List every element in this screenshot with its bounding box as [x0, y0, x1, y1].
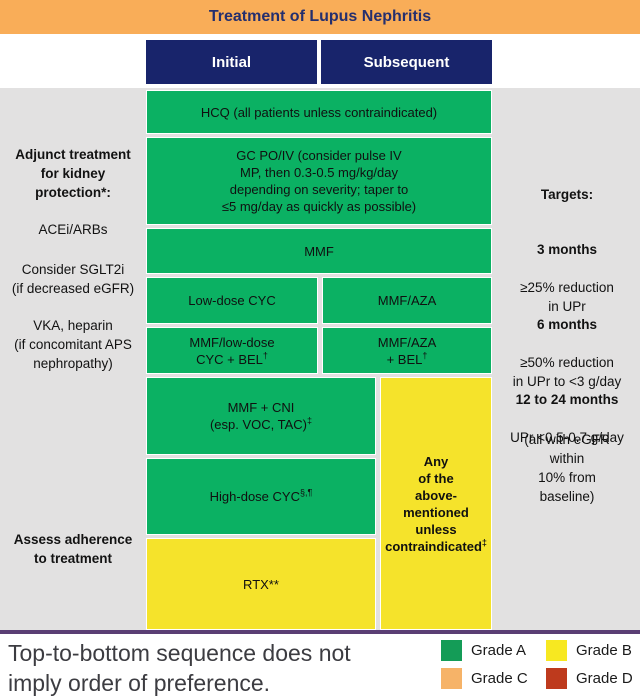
grade-a-swatch — [441, 640, 462, 661]
target-6-months-title: 6 months — [536, 317, 597, 332]
box-mmf-low-dose-cyc-bel-text: MMF/low-dose CYC + BEL† — [189, 334, 275, 367]
box-mmf-aza: MMF/AZA — [322, 277, 492, 324]
title-bar: Treatment of Lupus Nephritis — [0, 0, 640, 34]
initial-lower-stack: MMF + CNI (esp. VOC, TAC)‡ High-dose CYC… — [146, 377, 376, 630]
target-12-24-months-text: UPr <0.5-0.7 g/day — [510, 430, 624, 445]
box-mmf-aza-bel: MMF/AZA + BEL† — [322, 327, 492, 374]
grade-legend: Grade A Grade B Grade C Grade D — [441, 640, 633, 689]
target-12-24-months: 12 to 24 months UPr <0.5-0.7 g/day — [494, 371, 640, 466]
box-hcq: HCQ (all patients unless contraindicated… — [146, 90, 492, 134]
box-mmf: MMF — [146, 228, 492, 274]
legend-item-grade-c: Grade C — [441, 668, 546, 689]
box-mmf-aza-bel-text: MMF/AZA + BEL† — [377, 334, 437, 367]
grade-b-label: Grade B — [576, 642, 632, 659]
legend-item-grade-b: Grade B — [546, 640, 633, 661]
target-3-months-title: 3 months — [536, 242, 597, 257]
purple-divider — [0, 630, 640, 634]
target-6-months: 6 months ≥50% reduction in UPr to <3 g/d… — [494, 296, 640, 410]
grade-b-swatch — [546, 640, 567, 661]
column-headers: Initial Subsequent — [146, 40, 492, 84]
grade-d-label: Grade D — [576, 670, 633, 687]
legend-item-grade-d: Grade D — [546, 668, 633, 689]
footer-note: Top-to-bottom sequence does not imply or… — [8, 640, 351, 696]
adjunct-treatment-label: Adjunct treatment for kidney protection*… — [15, 147, 131, 200]
box-high-dose-cyc-text: High-dose CYC§,¶ — [209, 487, 313, 504]
grade-c-label: Grade C — [471, 670, 528, 687]
box-mmf-text: MMF — [304, 243, 334, 259]
legend-item-grade-a: Grade A — [441, 640, 546, 661]
grade-c-swatch — [441, 668, 462, 689]
vka-heparin-label: VKA, heparin (if concomitant APS nephrop… — [14, 318, 132, 371]
box-mmf-aza-text: MMF/AZA — [377, 293, 437, 308]
acei-arbs-label: ACEi/ARBs — [38, 222, 108, 237]
box-mmf-low-dose-cyc-bel: MMF/low-dose CYC + BEL† — [146, 327, 318, 374]
box-gc: GC PO/IV (consider pulse IV MP, then 0.3… — [146, 137, 492, 225]
target-3-months: 3 months ≥25% reduction in UPr — [494, 221, 640, 335]
sglt2i-label: Consider SGLT2i (if decreased eGFR) — [11, 262, 135, 296]
grade-a-label: Grade A — [471, 642, 527, 659]
targets-title: Targets: — [540, 187, 594, 202]
egfr-note: (all with eGFR within 10% from baseline) — [524, 432, 610, 504]
treatment-grid: HCQ (all patients unless contraindicated… — [146, 90, 492, 630]
box-gc-text: GC PO/IV (consider pulse IV MP, then 0.3… — [221, 148, 417, 214]
grade-d-swatch — [546, 668, 567, 689]
box-mmf-cni-text: MMF + CNI (esp. VOC, TAC)‡ — [209, 400, 313, 432]
footer: Top-to-bottom sequence does not imply or… — [0, 637, 640, 698]
box-hcq-text: HCQ (all patients unless contraindicated… — [200, 104, 438, 120]
target-3-months-text: ≥25% reduction in UPr — [520, 280, 614, 314]
box-rtx-text: RTX** — [243, 576, 279, 592]
box-any-above-mentioned-text: Any of the above- mentioned unless contr… — [385, 453, 487, 554]
target-12-24-months-title: 12 to 24 months — [515, 392, 619, 407]
box-high-dose-cyc: High-dose CYC§,¶ — [146, 458, 376, 535]
figure-title: Treatment of Lupus Nephritis — [208, 8, 432, 25]
box-any-above-mentioned: Any of the above- mentioned unless contr… — [380, 377, 492, 630]
box-mmf-cni: MMF + CNI (esp. VOC, TAC)‡ — [146, 377, 376, 455]
box-low-dose-cyc-text: Low-dose CYC — [188, 293, 276, 308]
assess-adherence-label: Assess adherence to treatment — [13, 532, 133, 566]
box-rtx: RTX** — [146, 538, 376, 630]
column-header-initial: Initial — [146, 40, 317, 84]
box-low-dose-cyc: Low-dose CYC — [146, 277, 318, 324]
column-header-subsequent: Subsequent — [321, 40, 492, 84]
target-6-months-text: ≥50% reduction in UPr to <3 g/day — [512, 355, 622, 389]
